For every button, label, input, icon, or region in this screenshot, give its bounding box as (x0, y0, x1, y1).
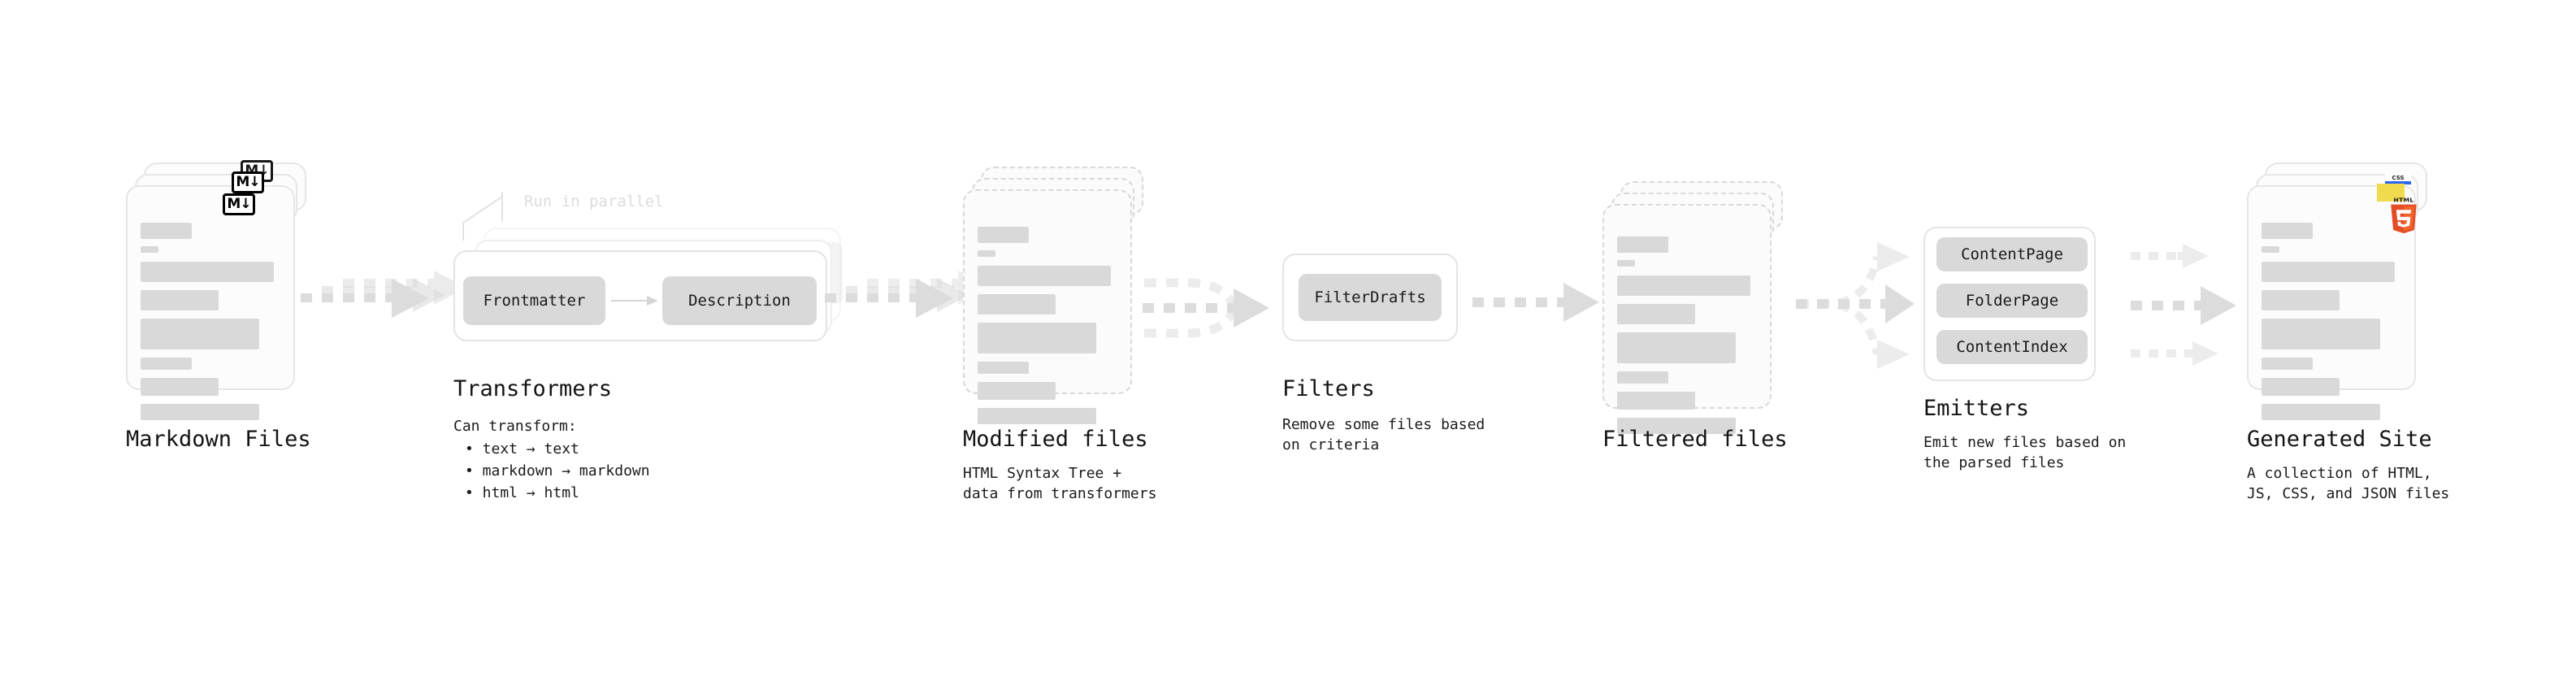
transformer-arrow-front (611, 296, 658, 306)
connector-filters-to-filtered (1472, 283, 1599, 322)
pill-filterdrafts-label: FilterDrafts (1314, 288, 1426, 306)
pill-contentpage-label: ContentPage (1961, 245, 2063, 263)
pill-frontmatter-label: Frontmatter (483, 292, 586, 310)
pill-folderpage-label: FolderPage (1965, 292, 2059, 310)
connector-markdown-to-transformers (301, 271, 466, 318)
modified-files-title: Modified files (963, 427, 1148, 452)
pill-contentindex-label: ContentIndex (1956, 338, 2068, 356)
filters-subtitle-1: on criteria (1282, 436, 1380, 453)
filters-title: Filters (1282, 376, 1375, 401)
pill-folderpage[interactable]: FolderPage (1936, 284, 2088, 318)
css-icon: CSS (2385, 171, 2411, 184)
transformers-bullet-2: • html → html (465, 484, 579, 501)
markdown-icon-label-front: M↓ (223, 193, 255, 215)
pill-frontmatter[interactable]: Frontmatter (463, 276, 605, 325)
markdown-icon-mid: M↓ (232, 171, 264, 193)
pill-contentindex[interactable]: ContentIndex (1936, 330, 2088, 364)
emitters-title: Emitters (1923, 396, 2030, 421)
connector-filtered-to-emitters (1796, 242, 1915, 369)
js-icon-swatch (2377, 184, 2405, 202)
doc-content-bars (1602, 204, 1772, 434)
emitters-subtitle-0: Emit new files based on (1923, 434, 2127, 451)
transformers-title: Transformers (453, 376, 613, 401)
connector-modified-to-filters (1143, 278, 1269, 338)
pill-filterdrafts[interactable]: FilterDrafts (1299, 274, 1442, 321)
markdown-files-title: Markdown Files (126, 427, 311, 452)
doc-content-bars (126, 185, 295, 420)
parallel-brace (462, 192, 503, 241)
filtered-files-title: Filtered files (1602, 427, 1788, 452)
filters-subtitle-0: Remove some files based (1282, 416, 1485, 433)
pill-description[interactable]: Description (662, 276, 817, 325)
emitters-subtitle-1: the parsed files (1923, 454, 2065, 471)
markdown-icon-label-mid: M↓ (232, 171, 264, 193)
transformers-bullet-1: • markdown → markdown (465, 462, 650, 479)
doc-content-bars (2247, 185, 2416, 420)
transformers-bullet-0: • text → text (465, 440, 579, 458)
html5-icon-shield: HTML (2391, 196, 2417, 234)
svg-text:HTML: HTML (2393, 196, 2413, 203)
parallel-label: Run in parallel (524, 193, 664, 210)
generated-site-title: Generated Site (2247, 427, 2432, 452)
connector-transformers-to-modified (825, 271, 991, 318)
doc-content-bars (963, 189, 1132, 424)
js-icon (2377, 184, 2405, 202)
pill-description-label: Description (688, 292, 791, 310)
pill-contentpage[interactable]: ContentPage (1936, 237, 2088, 271)
generated-site-subtitle-1: JS, CSS, and JSON files (2247, 485, 2450, 502)
doc-sheet-front (2247, 185, 2416, 390)
modified-files-subtitle-1: data from transformers (963, 485, 1157, 502)
generated-site-subtitle-0: A collection of HTML, (2247, 465, 2432, 482)
transformers-subtitle: Can transform: (453, 418, 577, 435)
connector-emitters-to-site (2131, 244, 2236, 366)
markdown-icon: M↓ (223, 193, 255, 215)
css-icon-label: CSS (2385, 171, 2411, 184)
doc-sheet-front (963, 189, 1132, 394)
modified-files-subtitle-0: HTML Syntax Tree + (963, 465, 1122, 482)
